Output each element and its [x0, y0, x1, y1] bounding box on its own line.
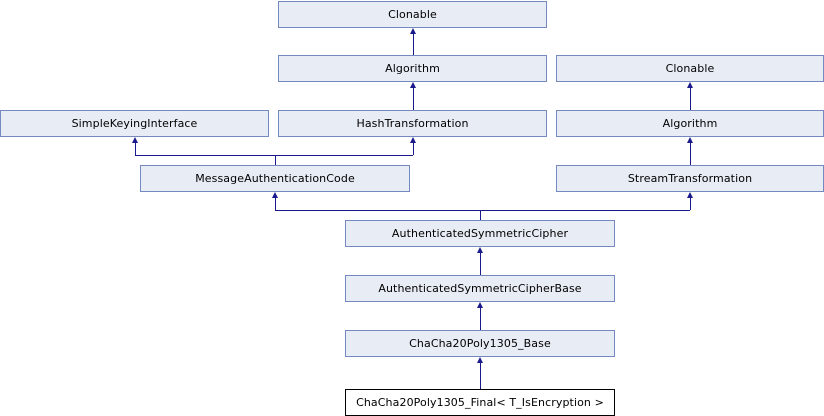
edge-bus-mac [135, 155, 413, 156]
class-node-hashtransform[interactable]: HashTransformation [278, 110, 547, 137]
class-node-ascbase[interactable]: AuthenticatedSymmetricCipherBase [345, 275, 615, 302]
class-node-simplekeying[interactable]: SimpleKeyingInterface [0, 110, 269, 137]
edge-algorithm_right-to-clonable_right [690, 88, 691, 110]
class-node-chachafinal[interactable]: ChaCha20Poly1305_Final< T_IsEncryption > [345, 389, 615, 416]
class-node-label: Algorithm [385, 62, 440, 75]
class-node-label: Algorithm [662, 117, 718, 130]
class-node-clonable_right[interactable]: Clonable [556, 55, 824, 82]
inheritance-arrowhead [272, 192, 278, 198]
class-node-label: AuthenticatedSymmetricCipherBase [378, 282, 582, 295]
edge-ascbase-to-asc [480, 253, 481, 275]
edge-riser-streamtransform [690, 198, 691, 210]
class-node-clonable_top[interactable]: Clonable [278, 1, 547, 28]
edge-riser-simplekeying [135, 143, 136, 155]
inheritance-arrowhead [477, 357, 483, 363]
inheritance-arrowhead [477, 247, 483, 253]
edge-drop-asc [480, 210, 481, 220]
class-node-label: ChaCha20Poly1305_Final< T_IsEncryption > [356, 396, 604, 409]
class-node-mac[interactable]: MessageAuthenticationCode [140, 165, 410, 192]
class-node-label: AuthenticatedSymmetricCipher [391, 227, 569, 240]
class-node-chachabase[interactable]: ChaCha20Poly1305_Base [345, 330, 615, 357]
inheritance-arrowhead [410, 82, 416, 88]
inheritance-arrowhead [132, 137, 138, 143]
edge-hashtransform-to-algorithm_mid [413, 88, 414, 110]
inheritance-arrowhead [410, 28, 416, 34]
edge-riser-hashtransform [413, 143, 414, 155]
class-node-label: MessageAuthenticationCode [195, 172, 355, 185]
inheritance-arrowhead [687, 82, 693, 88]
class-node-algorithm_mid[interactable]: Algorithm [278, 55, 547, 82]
inheritance-arrowhead [477, 302, 483, 308]
edge-chachabase-to-ascbase [480, 308, 481, 330]
edge-streamtransform-to-algorithm_right [690, 143, 691, 165]
class-node-label: ChaCha20Poly1305_Base [409, 337, 551, 350]
class-node-label: HashTransformation [356, 117, 469, 130]
inheritance-arrowhead [687, 137, 693, 143]
inheritance-arrowhead [410, 137, 416, 143]
class-node-label: Clonable [665, 62, 715, 75]
edge-drop-mac [275, 155, 276, 165]
edge-bus-asc [275, 210, 690, 211]
class-node-label: SimpleKeyingInterface [71, 117, 198, 130]
class-node-streamtransform[interactable]: StreamTransformation [556, 165, 824, 192]
edge-riser-mac [275, 198, 276, 210]
class-node-asc[interactable]: AuthenticatedSymmetricCipher [345, 220, 615, 247]
class-node-label: Clonable [388, 8, 437, 21]
class-node-label: StreamTransformation [627, 172, 753, 185]
edge-algorithm_mid-to-clonable_top [413, 34, 414, 55]
class-node-algorithm_right[interactable]: Algorithm [556, 110, 824, 137]
edge-chachafinal-to-chachabase [480, 363, 481, 389]
inheritance-arrowhead [687, 192, 693, 198]
